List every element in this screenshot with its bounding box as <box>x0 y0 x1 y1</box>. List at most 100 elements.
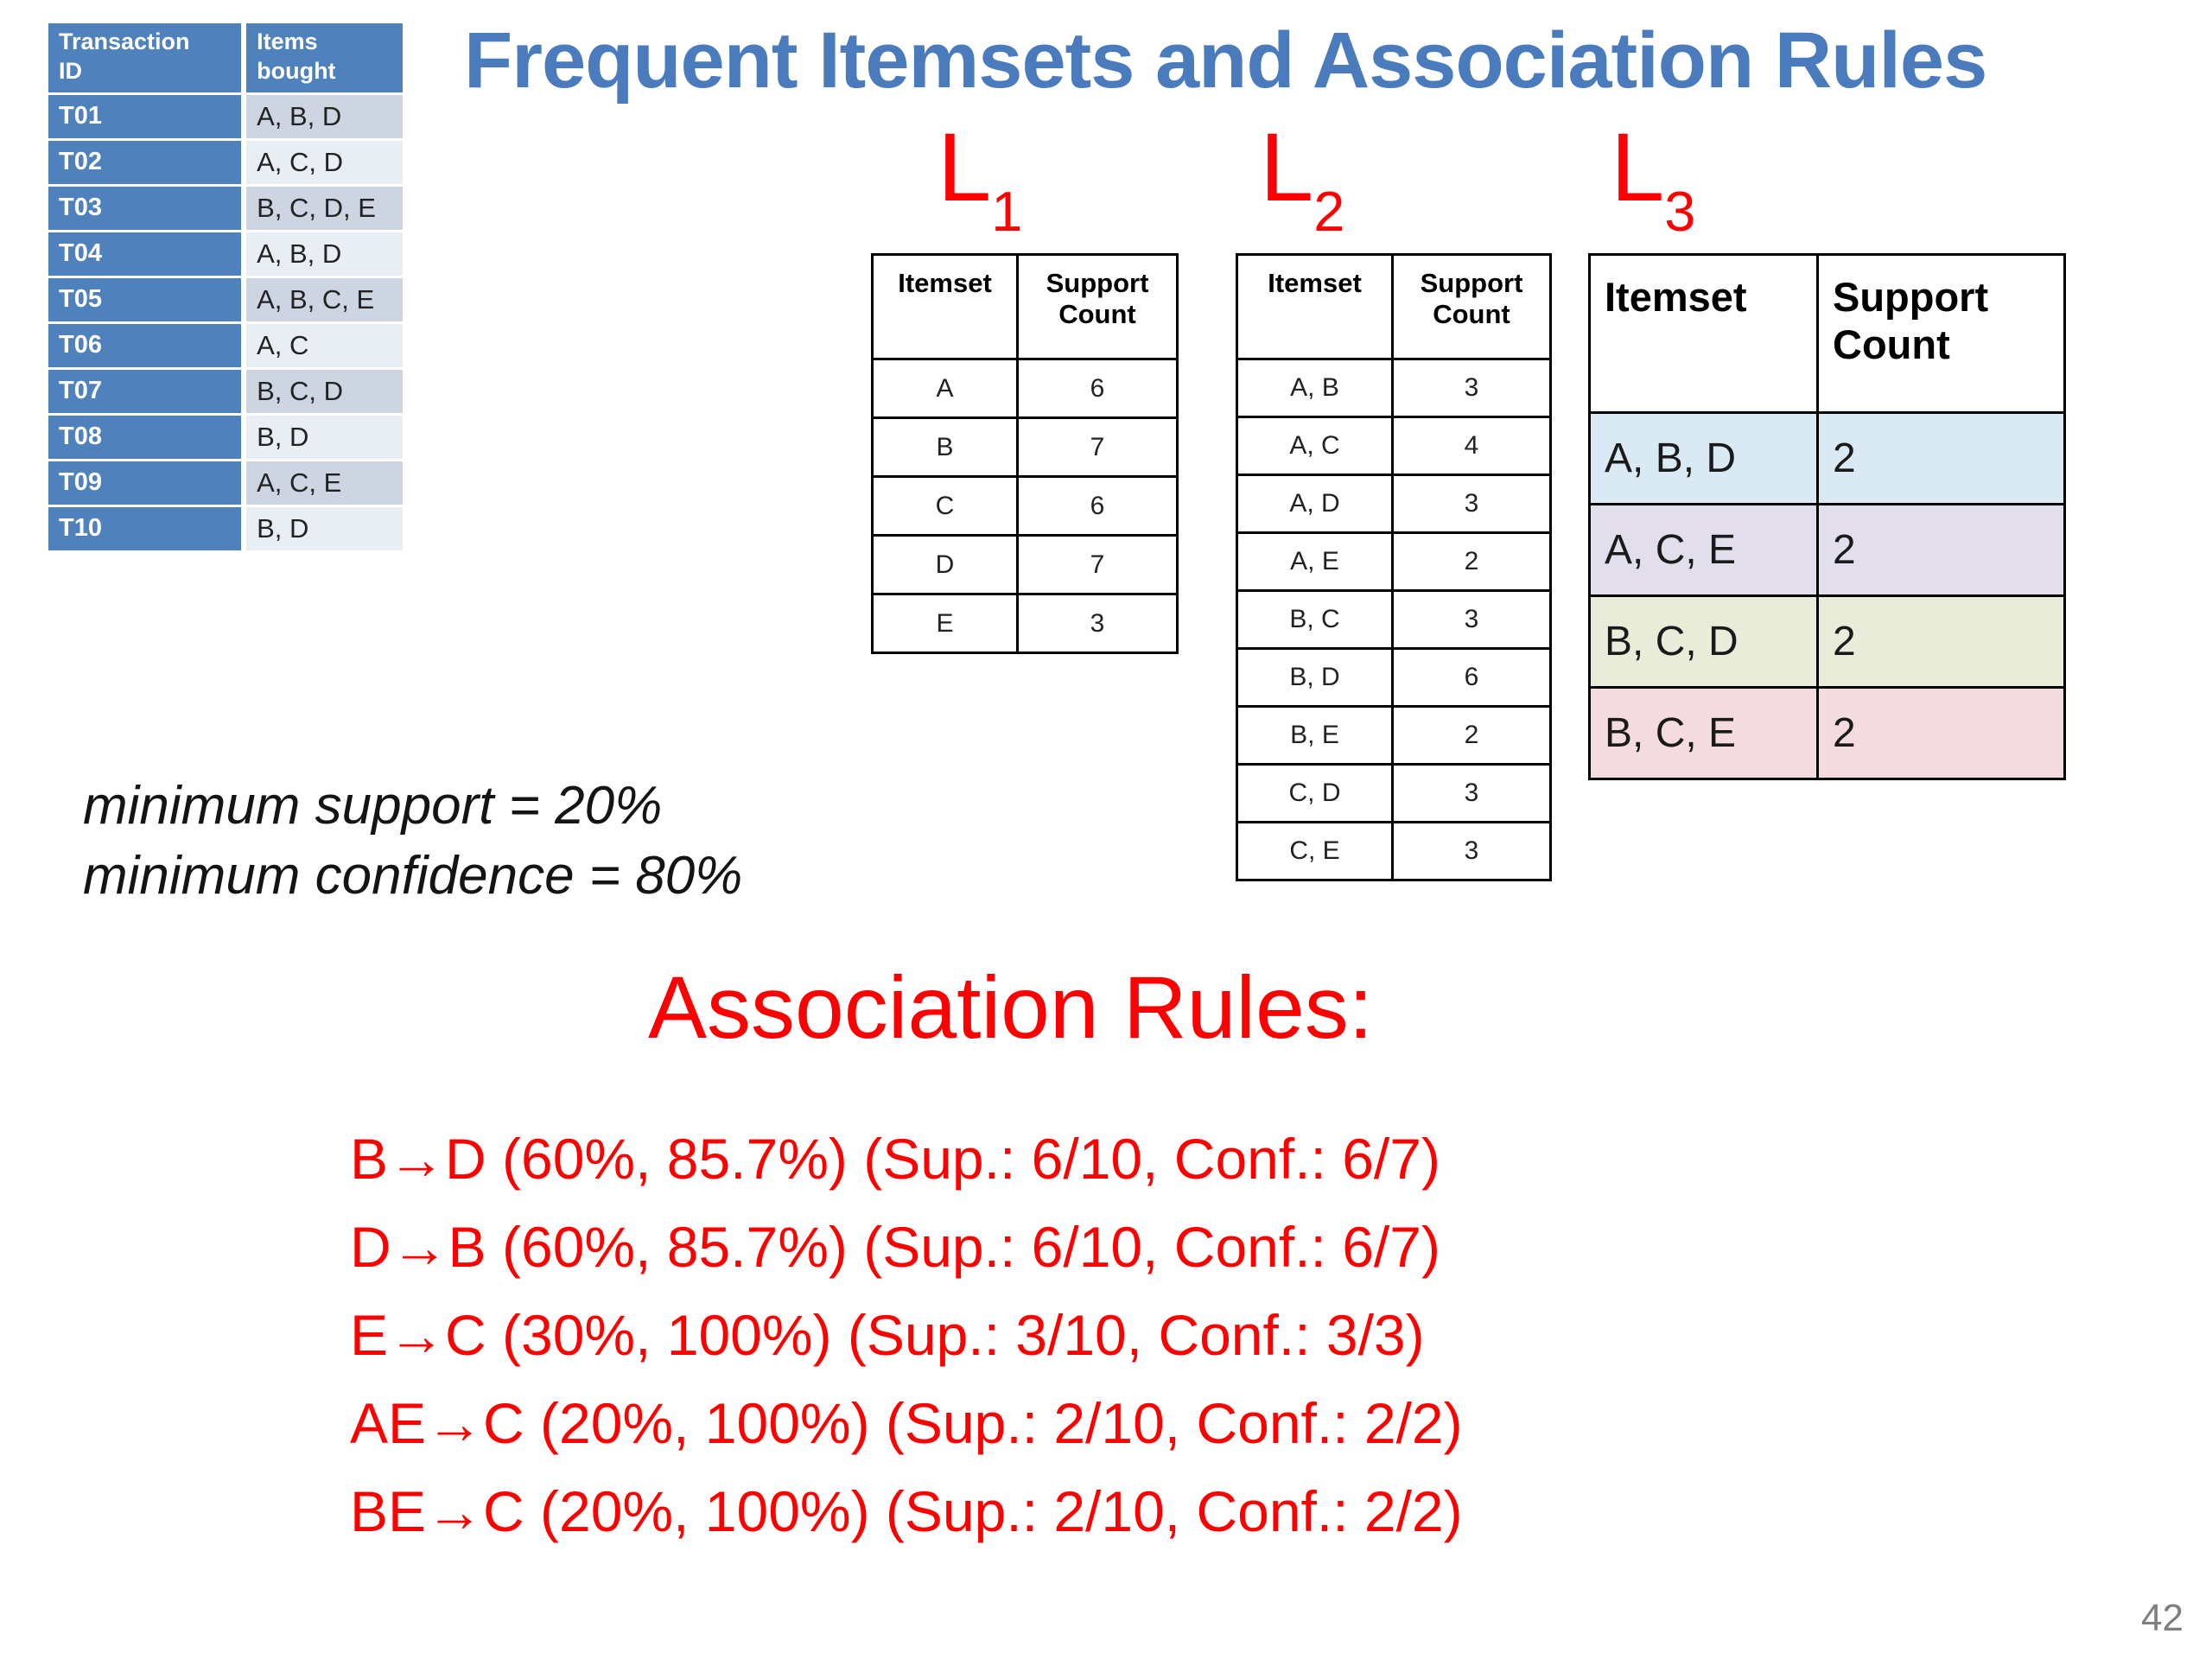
association-rules-heading: Association Rules: <box>648 958 1374 1057</box>
l1-label: L1 <box>938 119 1022 240</box>
l1-label-subscript: 1 <box>991 180 1023 244</box>
l1-support-count-cell: 7 <box>1016 534 1179 595</box>
l3-itemset-cell: A, C, E <box>1588 503 1819 597</box>
l2-support-count-cell: 3 <box>1391 763 1552 823</box>
l2-label-base: L <box>1260 113 1314 221</box>
l1-itemset-cell: A <box>871 358 1019 419</box>
items-bought-cell: B, D <box>246 415 403 459</box>
l2-itemset-cell: B, E <box>1236 705 1394 766</box>
l1-support-count-cell: 3 <box>1016 593 1179 654</box>
association-rule-line: B→D (60%, 85.7%) (Sup.: 6/10, Conf.: 6/7… <box>350 1127 1440 1191</box>
l3-support-count-cell: 2 <box>1816 686 2066 780</box>
transaction-id-cell: T07 <box>48 369 242 413</box>
transaction-id-cell: T06 <box>48 323 242 367</box>
l2-itemset-cell: A, C <box>1236 416 1394 476</box>
transaction-id-cell: T10 <box>48 506 242 550</box>
l3-support-count-cell: 2 <box>1816 411 2066 505</box>
transaction-id-header-cell: Transaction ID <box>48 23 242 92</box>
association-rule-line: D→B (60%, 85.7%) (Sup.: 6/10, Conf.: 6/7… <box>350 1215 1440 1279</box>
l3-label-base: L <box>1611 113 1665 221</box>
association-rules-list: B→D (60%, 85.7%) (Sup.: 6/10, Conf.: 6/7… <box>350 1115 1463 1555</box>
page-title: Frequent Itemsets and Association Rules <box>464 16 1987 105</box>
minimum-support-text: minimum support = 20% <box>83 776 663 836</box>
l2-support-count-cell: 3 <box>1391 589 1552 650</box>
transactions-header-row: Transaction ID Items bought <box>48 23 403 92</box>
l1-itemset-header-cell: Itemset <box>871 253 1019 360</box>
l3-label-subscript: 3 <box>1664 180 1696 244</box>
l1-support-header-cell: Support Count <box>1016 253 1179 360</box>
items-bought-cell: B, C, D <box>246 369 403 413</box>
l2-support-count-cell: 3 <box>1391 358 1552 418</box>
items-bought-cell: A, C, D <box>246 140 403 184</box>
l2-itemset-cell: B, D <box>1236 647 1394 708</box>
l3-itemset-cell: B, C, D <box>1588 594 1819 689</box>
association-rule-line: AE→C (20%, 100%) (Sup.: 2/10, Conf.: 2/2… <box>350 1391 1463 1455</box>
items-bought-header-cell: Items bought <box>246 23 403 92</box>
page-number: 42 <box>2141 1597 2183 1639</box>
l2-itemset-cell: C, E <box>1236 821 1394 881</box>
association-rule-line: E→C (30%, 100%) (Sup.: 3/10, Conf.: 3/3) <box>350 1303 1425 1367</box>
l2-header-row: Itemset Support Count <box>1236 253 1552 360</box>
l1-support-count-cell: 6 <box>1016 475 1179 537</box>
items-bought-cell: A, C, E <box>246 461 403 505</box>
l1-itemset-cell: D <box>871 534 1019 595</box>
items-bought-cell: A, B, C, E <box>246 277 403 321</box>
l3-itemset-header-cell: Itemset <box>1588 253 1819 414</box>
items-bought-cell: A, C <box>246 323 403 367</box>
transaction-id-cell: T02 <box>48 140 242 184</box>
l1-support-count-cell: 7 <box>1016 416 1179 478</box>
l2-support-header-cell: Support Count <box>1391 253 1552 360</box>
l2-label-subscript: 2 <box>1313 180 1345 244</box>
items-bought-cell: B, C, D, E <box>246 186 403 230</box>
l2-itemset-header-cell: Itemset <box>1236 253 1394 360</box>
transaction-id-cell: T05 <box>48 277 242 321</box>
l2-support-count-cell: 2 <box>1391 531 1552 592</box>
l2-itemset-cell: A, B <box>1236 358 1394 418</box>
l2-itemset-cell: A, D <box>1236 474 1394 534</box>
l3-support-count-cell: 2 <box>1816 503 2066 597</box>
items-bought-cell: A, B, D <box>246 94 403 138</box>
l2-itemset-cell: C, D <box>1236 763 1394 823</box>
transaction-id-cell: T03 <box>48 186 242 230</box>
l2-support-count-cell: 4 <box>1391 416 1552 476</box>
l2-support-count-cell: 3 <box>1391 474 1552 534</box>
l1-support-count-cell: 6 <box>1016 358 1179 419</box>
association-rule-line: BE→C (20%, 100%) (Sup.: 2/10, Conf.: 2/2… <box>350 1479 1463 1543</box>
transaction-id-cell: T01 <box>48 94 242 138</box>
l2-itemset-cell: B, C <box>1236 589 1394 650</box>
items-bought-cell: A, B, D <box>246 232 403 276</box>
transaction-id-cell: T08 <box>48 415 242 459</box>
l3-support-count-cell: 2 <box>1816 594 2066 689</box>
l3-itemset-cell: B, C, E <box>1588 686 1819 780</box>
minimum-confidence-text: minimum confidence = 80% <box>83 845 743 906</box>
l1-itemset-cell: C <box>871 475 1019 537</box>
l3-label: L3 <box>1611 119 1695 240</box>
l2-support-count-cell: 2 <box>1391 705 1552 766</box>
items-bought-cell: B, D <box>246 506 403 550</box>
